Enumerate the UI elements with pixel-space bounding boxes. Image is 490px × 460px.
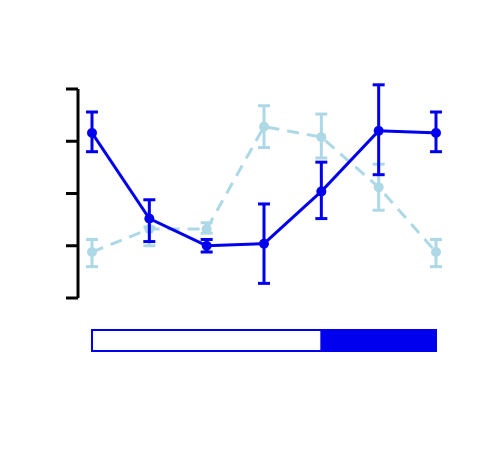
data-point <box>87 247 97 258</box>
series-1 <box>86 83 442 285</box>
data-point <box>201 240 212 251</box>
y-axis <box>66 87 80 300</box>
data-point <box>316 186 327 197</box>
data-point <box>373 182 384 193</box>
data-point <box>259 121 269 132</box>
data-point <box>201 224 212 235</box>
data-point <box>259 238 269 249</box>
range-bar-fill <box>320 329 438 352</box>
data-point <box>373 125 384 136</box>
range-bar <box>91 329 438 352</box>
data-point <box>431 127 441 138</box>
data-point <box>316 132 327 143</box>
data-point <box>144 213 155 224</box>
series-layer <box>86 83 442 285</box>
data-point <box>87 127 97 138</box>
data-point <box>431 247 441 258</box>
